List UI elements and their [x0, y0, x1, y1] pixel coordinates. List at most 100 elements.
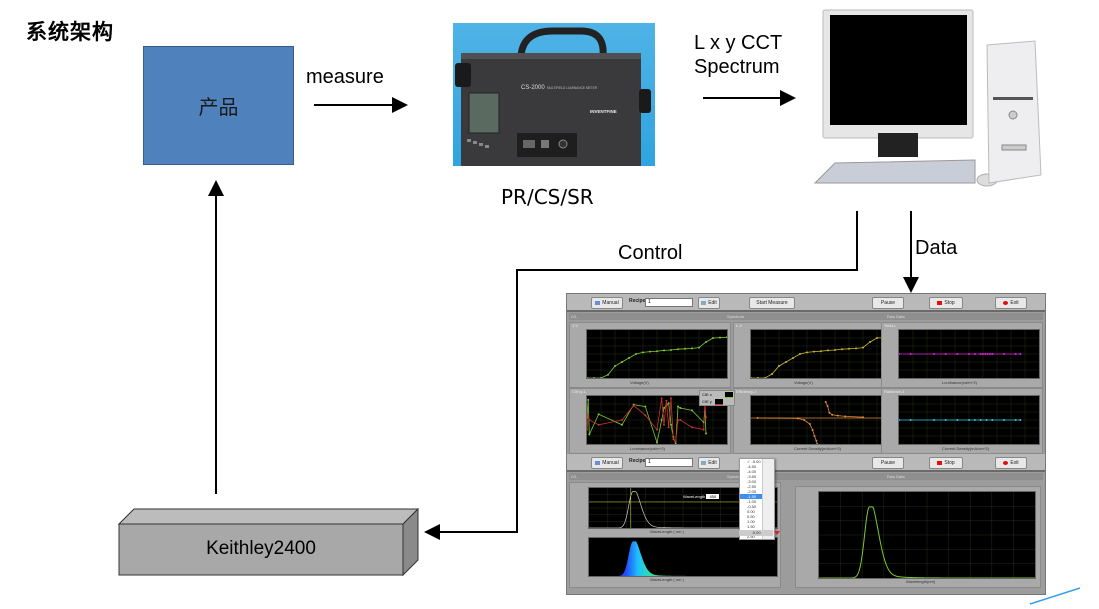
- edit-button[interactable]: Edit: [698, 297, 720, 309]
- data-point: [691, 347, 693, 350]
- stop-button[interactable]: Stop: [929, 297, 963, 309]
- dropdown-scrollbar[interactable]: [762, 459, 774, 539]
- dropdown-option[interactable]: -3.50: [747, 474, 757, 479]
- data-point: [806, 351, 808, 354]
- dropdown-option[interactable]: 1.00: [747, 519, 755, 524]
- data-point: [588, 419, 591, 421]
- dropdown-arrow-icon[interactable]: [774, 531, 780, 535]
- wavelength-field[interactable]: WaveLength 450: [683, 494, 720, 499]
- product-label: 产品: [198, 95, 239, 119]
- dropdown-option[interactable]: -4.50: [747, 464, 757, 469]
- data-point: [587, 398, 590, 401]
- data-point: [674, 443, 677, 445]
- tab-spectrum[interactable]: Spectrum: [727, 314, 745, 319]
- data-point: [898, 419, 900, 421]
- exit-button-2[interactable]: Exit: [995, 457, 1027, 469]
- dropdown-option[interactable]: 0.50: [747, 514, 755, 519]
- spectrum-color-plot: [588, 537, 778, 577]
- data-point: [660, 419, 663, 421]
- voltage-dropdown-value[interactable]: -5.00: [739, 530, 773, 536]
- data-point: [665, 399, 668, 402]
- edit-button-2[interactable]: Edit: [698, 457, 720, 469]
- dropdown-option[interactable]: -3.00: [747, 479, 757, 484]
- raw-spectrum-plot: [818, 491, 1036, 579]
- data-point: [816, 443, 819, 445]
- data-point: [649, 350, 651, 353]
- dropdown-option[interactable]: -1.50: [740, 494, 774, 499]
- pause-button[interactable]: Pause: [872, 297, 904, 309]
- tab-ivl[interactable]: IVL: [571, 314, 578, 319]
- dropdown-option[interactable]: 0.00: [747, 509, 755, 514]
- tab-raw-data-2[interactable]: Raw Data: [887, 474, 905, 479]
- manual-button-2[interactable]: Manual: [591, 457, 623, 469]
- dropdown-option[interactable]: -4.00: [747, 469, 757, 474]
- control-arrow: [424, 211, 858, 540]
- data-point: [869, 341, 871, 343]
- data-point: [677, 405, 679, 408]
- chart-plot-area: [750, 395, 892, 445]
- data-point: [909, 353, 912, 355]
- data-point: [600, 377, 602, 379]
- legend-item: CIE x: [700, 391, 734, 398]
- data-point: [691, 409, 693, 412]
- measurement-software: Manual Recipe 1 Edit Start Measure Pause…: [566, 293, 1046, 595]
- tab-spectrum-2[interactable]: Spectrum: [727, 474, 745, 479]
- pause-button-2[interactable]: Pause: [872, 457, 904, 469]
- data-point: [614, 365, 616, 367]
- data-point: [956, 419, 959, 421]
- manual-button[interactable]: Manual: [591, 297, 623, 309]
- tab-ivl-2[interactable]: IVL: [571, 474, 578, 479]
- data-point: [792, 357, 794, 359]
- data-point: [670, 423, 672, 426]
- start-measure-button[interactable]: Start Measure: [749, 297, 795, 309]
- data-point: [705, 432, 707, 435]
- recipe-select[interactable]: 1: [645, 298, 693, 307]
- data-point: [593, 377, 595, 379]
- product-box: 产品: [143, 46, 294, 165]
- data-point: [811, 429, 814, 431]
- dropdown-option[interactable]: -2.50: [747, 484, 757, 489]
- data-point: [855, 347, 857, 350]
- recipe-select-2[interactable]: 1: [645, 458, 693, 467]
- stop-button-2[interactable]: Stop: [929, 457, 963, 469]
- dropdown-option[interactable]: 2.50: [747, 534, 755, 539]
- dropdown-option[interactable]: -2.00: [747, 489, 757, 494]
- measure-label: measure: [306, 66, 384, 88]
- lxy-cct-label: L x y CCT Spectrum: [694, 31, 782, 79]
- data-point: [586, 428, 588, 431]
- data-point: [989, 353, 991, 355]
- dropdown-option[interactable]: -0.50: [747, 504, 757, 509]
- dropdown-option[interactable]: -1.00: [747, 499, 757, 504]
- data-point: [862, 346, 864, 349]
- decorative-stroke: [1029, 587, 1081, 605]
- data-point: [898, 353, 900, 355]
- chart-xlabel: Current Density(mA/cm^2): [794, 446, 841, 451]
- data-point: [1014, 419, 1017, 421]
- dropdown-option[interactable]: ✓ -5.00: [747, 459, 761, 464]
- exit-icon: [1003, 300, 1009, 305]
- data-point: [586, 416, 588, 419]
- data-point: [808, 423, 811, 425]
- data-point: [841, 348, 843, 351]
- chart-title: CIExy-L: [572, 389, 587, 394]
- chart-xlabel: Luminance(cd/m^2): [630, 446, 666, 451]
- dropdown-option[interactable]: 1.50: [747, 524, 755, 529]
- voltage-dropdown-list[interactable]: ✓ -5.00-4.50-4.00-3.50-3.00-2.50-2.00-1.…: [739, 458, 775, 540]
- chart-xlabel: Voltage(V): [630, 380, 649, 385]
- data-point: [667, 426, 670, 429]
- data-point: [628, 357, 630, 359]
- data-point: [691, 426, 693, 429]
- data-point: [876, 337, 878, 339]
- control-label: Control: [618, 242, 683, 264]
- data-point: [588, 433, 591, 436]
- data-point: [705, 341, 707, 343]
- data-point: [635, 353, 637, 355]
- raw-spectrum-panel: Wavelength(nm): [795, 486, 1041, 588]
- tab-bar-top: IVL Spectrum Raw Data: [569, 313, 1043, 320]
- data-point: [1019, 419, 1022, 421]
- data-point: [663, 423, 665, 426]
- tab-raw-data[interactable]: Raw Data: [887, 314, 905, 319]
- data-point: [750, 377, 752, 379]
- exit-button[interactable]: Exit: [995, 297, 1027, 309]
